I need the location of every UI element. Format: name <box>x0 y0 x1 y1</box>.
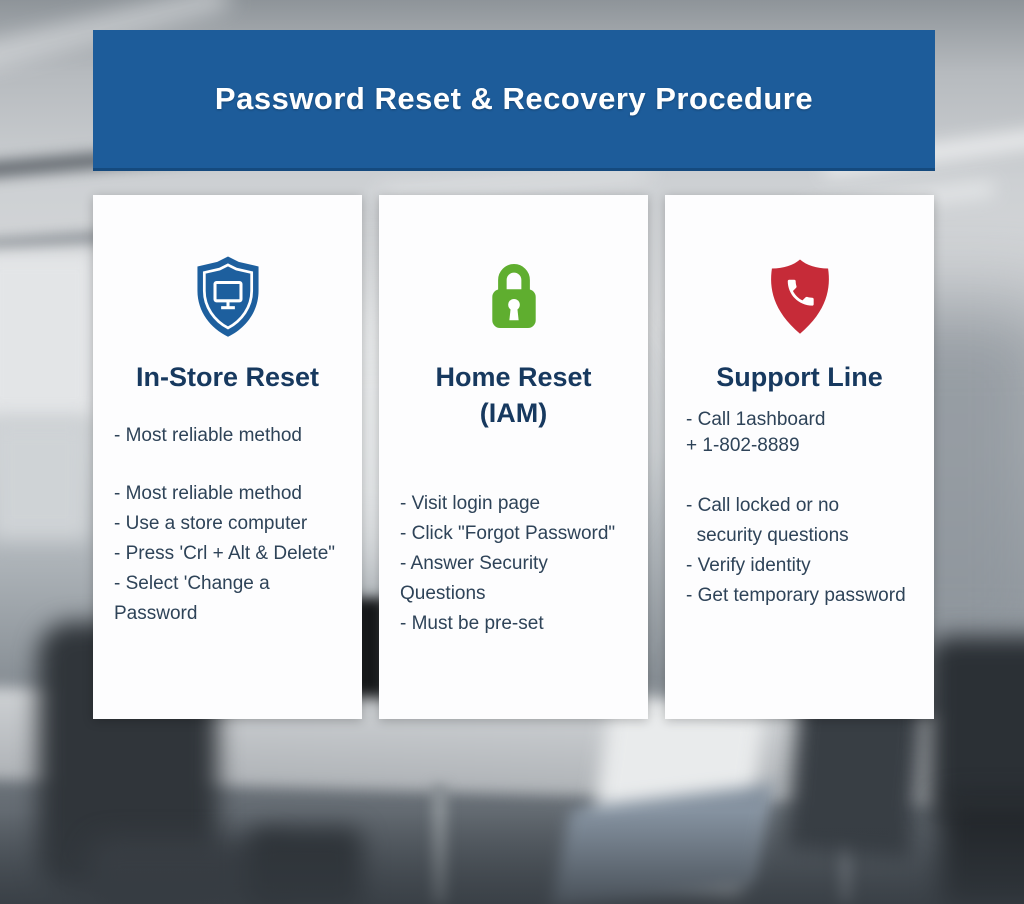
list-item: - Click "Forgot Password" <box>400 523 616 544</box>
whiteboard-panel <box>0 252 97 417</box>
header-banner: Password Reset & Recovery Procedure <box>93 30 935 171</box>
card-item-list: - Most reliable method - Use a store com… <box>93 479 362 629</box>
shield-phone-icon <box>764 255 836 339</box>
list-item: - Most reliable method <box>114 483 302 504</box>
page-title: Password Reset & Recovery Procedure <box>214 81 814 116</box>
list-item: + 1-802-8889 <box>686 435 800 456</box>
list-item: - Press 'Crl + Alt & Delete" <box>114 543 336 564</box>
list-item: - Call locked or no <box>686 495 840 516</box>
shield-monitor-icon <box>188 255 268 339</box>
padlock-icon <box>483 255 545 339</box>
office-chair <box>928 636 1024 821</box>
list-item: - Verify identity <box>686 555 811 576</box>
card-home-reset: Home Reset (IAM) - Visit login page - Cl… <box>379 195 648 719</box>
card-intro-list: - Call 1ashboard + 1-802-8889 <box>665 407 934 459</box>
list-item: - Must be pre-set <box>400 613 544 634</box>
card-item-list: - Call locked or no security questions -… <box>665 491 934 611</box>
list-item: - Use a store computer <box>114 513 308 534</box>
card-in-store-reset: In-Store Reset - Most reliable method - … <box>93 195 362 719</box>
card-intro-list: - Most reliable method <box>93 421 362 451</box>
card-title: Support Line <box>716 362 883 392</box>
floor-shadow <box>0 812 1024 904</box>
card-title: In-Store Reset <box>135 362 320 392</box>
list-item: - Select 'Change a Password <box>114 573 276 624</box>
list-item: - Answer Security Questions <box>400 553 554 604</box>
list-item: - Get temporary password <box>686 585 906 606</box>
list-item: security questions <box>686 525 849 546</box>
card-support-line: Support Line - Call 1ashboard + 1-802-88… <box>665 195 934 719</box>
card-title: Home Reset (IAM) <box>435 362 592 428</box>
list-item: - Call 1ashboard <box>686 409 826 430</box>
wall-panel <box>0 420 90 540</box>
card-item-list: - Visit login page - Click "Forgot Passw… <box>379 489 648 639</box>
list-item: - Visit login page <box>400 493 541 514</box>
list-item: - Most reliable method <box>114 425 302 446</box>
